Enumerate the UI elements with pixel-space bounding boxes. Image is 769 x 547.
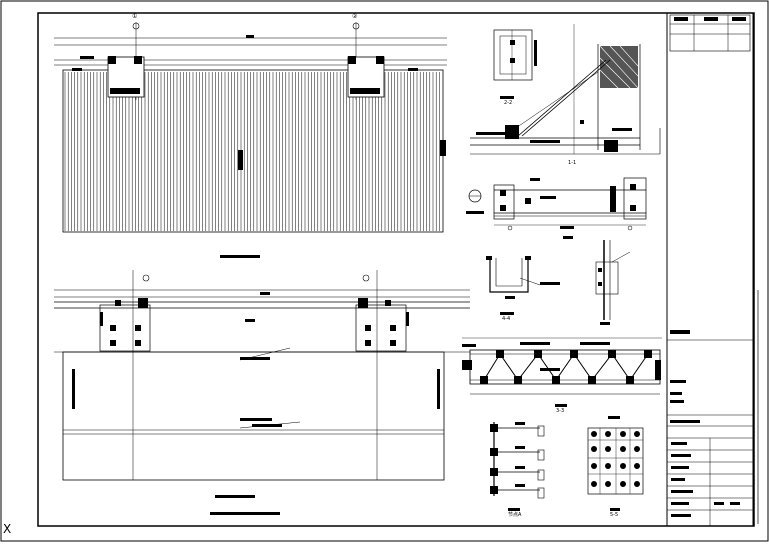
section-4-4 <box>486 256 560 315</box>
bolt-hole <box>605 463 611 469</box>
bolt-hole <box>634 446 640 452</box>
bolt-hole <box>634 431 640 437</box>
bolt-hole <box>634 463 640 469</box>
detail-node-a <box>490 422 545 511</box>
bolt-hole <box>591 431 597 437</box>
section-5-5-grid <box>587 416 644 511</box>
section-1-1 <box>470 24 661 155</box>
section-plate <box>595 240 631 325</box>
section-label-6: 节点A <box>508 512 522 518</box>
bolt-hole <box>620 463 626 469</box>
bolt-hole <box>620 431 626 437</box>
plan-view <box>54 270 470 515</box>
bolt-hole <box>591 481 597 487</box>
section-labels: 1-1 2-2 3-3 4-4 5-5 节点A ① ② <box>132 13 618 518</box>
inner-border <box>37 12 755 527</box>
bolt-hole <box>620 446 626 452</box>
bolt-hole <box>605 481 611 487</box>
elevation-view <box>54 22 447 258</box>
bolt-hole <box>591 446 597 452</box>
title-block <box>666 13 759 526</box>
section-label-4: 4-4 <box>502 316 510 322</box>
bolt-hole <box>605 431 611 437</box>
section-label-3: 3-3 <box>556 408 564 414</box>
bolt-hole <box>620 481 626 487</box>
section-label-5: 5-5 <box>610 512 618 518</box>
bolt-hole <box>591 463 597 469</box>
axis-label-2: ② <box>352 13 358 20</box>
section-label-2: 2-2 <box>504 100 512 106</box>
section-2-2 <box>466 177 647 239</box>
axis-label-1: ① <box>132 13 137 20</box>
bolt-hole <box>634 481 640 487</box>
section-label-1: 1-1 <box>568 160 576 166</box>
corner-mark: X <box>3 522 11 536</box>
bolt-hole <box>605 446 611 452</box>
section-3-3-truss <box>462 337 662 407</box>
